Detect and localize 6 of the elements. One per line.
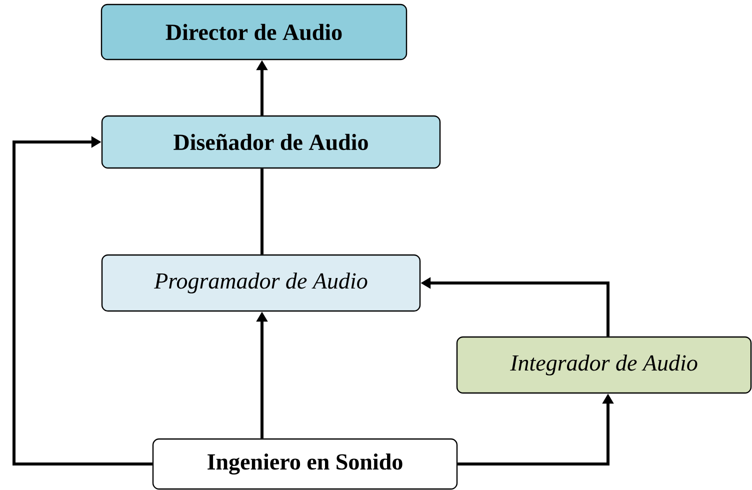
role-box: Ingeniero en Sonido (152, 438, 458, 490)
role-box: Integrador de Audio (456, 336, 752, 394)
role-box: Diseñador de Audio (101, 115, 441, 169)
arrow (12, 136, 152, 466)
role-box: Programador de Audio (101, 254, 421, 312)
role-box: Director de Audio (100, 4, 408, 60)
